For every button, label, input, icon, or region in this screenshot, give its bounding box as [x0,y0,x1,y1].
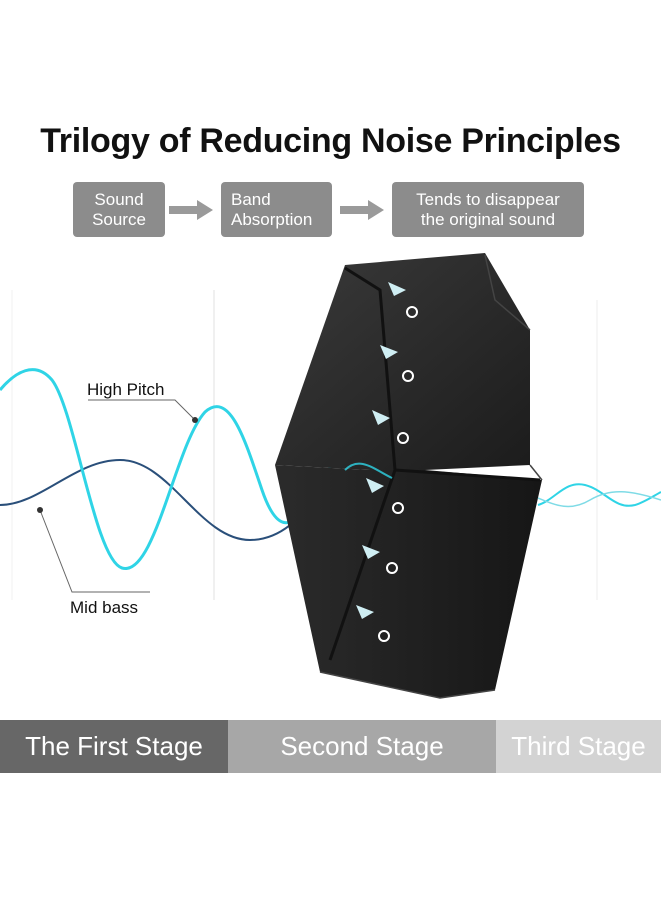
arrow-icon [362,545,380,559]
arrow-icon [388,282,406,296]
arrow-icon [372,410,390,425]
flow-step-line: Band [231,189,271,209]
arrow-icon [380,345,398,359]
stage-third: Third Stage [496,720,661,773]
arrow-icon [366,478,384,493]
flow-step-disappear: Tends to disappear the original sound [392,182,584,237]
swirl-icon [378,630,390,642]
stage-first: The First Stage [0,720,228,773]
absorption-markers [356,282,406,619]
high-pitch-label: High Pitch [87,380,165,399]
high-pitch-leader [88,399,196,421]
mid-bass-label: Mid bass [70,598,139,617]
arrow-right-icon [340,200,384,220]
swirl-icon [402,370,414,382]
swirl-icon [397,432,409,444]
arrow-icon [356,605,374,619]
flow-step-line: Source [92,209,146,229]
flow-step-line: the original sound [420,209,556,229]
mid-bass-leader [39,509,150,593]
arrow-right-icon [169,200,213,220]
high-pitch-marker [192,417,198,423]
absorbed-wave [344,462,393,479]
swirl-icon [392,502,404,514]
swirl-markers [378,306,418,642]
swirl-icon [406,306,418,318]
flow-step-band-absorption: Band Absorption [221,182,332,237]
mid-bass-marker [37,507,43,513]
stage-second: Second Stage [228,720,496,773]
residual-wave [537,483,661,507]
acoustic-panel [275,253,543,699]
stage-bar: The First Stage Second Stage Third Stage [0,720,661,773]
noise-reduction-diagram [0,253,661,699]
flow-step-line: Sound [94,189,144,209]
flow-step-sound-source: Sound Source [73,182,165,237]
swirl-icon [386,562,398,574]
flow-step-line: Tends to disappear [416,189,560,209]
flow-step-line: Absorption [231,209,313,229]
page-title: Trilogy of Reducing Noise Principles [40,122,621,160]
residual-wave-2 [537,491,661,508]
